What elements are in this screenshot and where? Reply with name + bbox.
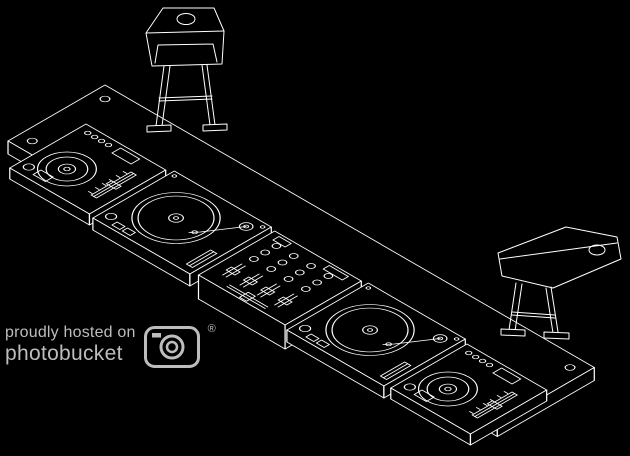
speaker-stand-legs xyxy=(146,64,228,133)
photobucket-camera-icon xyxy=(143,326,200,368)
monitor-speaker-top xyxy=(145,7,228,133)
pitch-slider xyxy=(379,361,412,380)
pitch-slider xyxy=(185,249,218,268)
tonearm xyxy=(382,334,448,347)
speaker-cabinet xyxy=(145,7,225,67)
tonearm xyxy=(188,222,254,235)
speaker-cabinet xyxy=(497,226,622,289)
watermark-line1: proudly hosted on xyxy=(5,324,136,341)
speed-button-45 xyxy=(121,227,136,236)
corner-screw xyxy=(171,174,178,178)
mixer-display xyxy=(322,265,349,281)
deck-end-face xyxy=(469,389,548,446)
deck-display xyxy=(492,367,522,385)
watermark-text: proudly hosted on photobucket xyxy=(5,324,136,365)
cue-button xyxy=(22,163,35,171)
deck-display xyxy=(111,147,141,165)
channel-faders xyxy=(222,263,298,308)
pitch-fader xyxy=(87,171,137,199)
platter xyxy=(131,192,221,244)
pitch-fader xyxy=(468,391,518,419)
left-turntable xyxy=(92,170,272,287)
mixer-connector-panel xyxy=(272,236,292,248)
deck-buttons xyxy=(84,130,113,148)
speaker-top-edge xyxy=(499,242,618,260)
watermark-line2: photobucket xyxy=(5,342,123,366)
speed-button-33 xyxy=(111,221,126,230)
corner-screw xyxy=(259,225,266,229)
speaker-grille-lines xyxy=(154,43,218,64)
speaker-port-hole xyxy=(176,13,196,25)
play-button xyxy=(413,389,435,402)
platter xyxy=(325,304,415,356)
speed-button-33 xyxy=(305,333,320,342)
deck-buttons xyxy=(465,350,494,368)
start-stop-button xyxy=(104,212,118,221)
speaker-top-edge xyxy=(145,30,225,34)
mixer-knobs xyxy=(249,243,334,292)
monitor-speaker-right xyxy=(497,226,622,340)
corner-screw xyxy=(365,286,372,290)
registered-trademark-symbol: ® xyxy=(207,323,216,335)
speaker-stand-legs xyxy=(500,282,570,340)
right-cdj-deck xyxy=(390,343,548,446)
speaker-port-hole xyxy=(588,244,606,256)
photobucket-watermark: proudly hosted on photobucket ® xyxy=(5,324,216,369)
play-button xyxy=(32,169,54,182)
corner-screw xyxy=(453,337,460,341)
jog-wheel xyxy=(36,151,97,187)
crossfader xyxy=(226,284,269,309)
speed-button-45 xyxy=(315,339,330,348)
cue-button xyxy=(403,383,416,391)
start-stop-button xyxy=(298,324,312,333)
